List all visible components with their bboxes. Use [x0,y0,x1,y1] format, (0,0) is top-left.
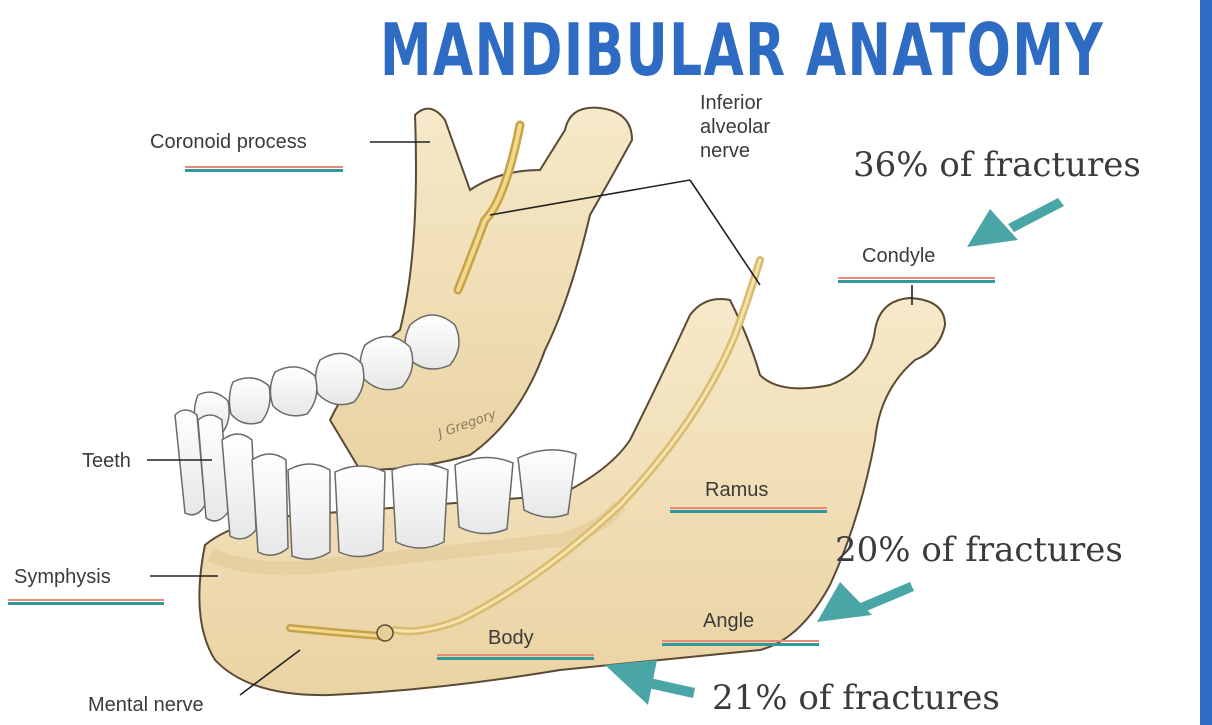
label-inferior-alveolar-3: nerve [700,140,750,162]
label-symphysis: Symphysis [14,566,111,588]
label-coronoid-process: Coronoid process [150,131,307,153]
label-angle: Angle [703,610,754,632]
label-condyle: Condyle [862,245,935,267]
underline-symphysis [8,599,164,605]
arrow-angle [817,582,914,622]
stat-body-fractures: 21% of fractures [712,679,1000,717]
label-teeth: Teeth [82,450,131,472]
underline-body [437,654,594,660]
label-ramus: Ramus [705,479,768,501]
underline-ramus [670,507,827,513]
label-inferior-alveolar-1: Inferior [700,92,762,114]
arrow-body [605,660,695,705]
stat-condyle-fractures: 36% of fractures [853,146,1141,184]
label-body: Body [488,627,534,649]
underline-condyle [838,277,995,283]
arrow-condyle [967,198,1064,247]
underline-angle [662,640,819,646]
underline-coronoid [185,166,343,172]
label-inferior-alveolar-2: alveolar [700,116,770,138]
label-mental-nerve: Mental nerve [88,694,204,716]
stat-angle-fractures: 20% of fractures [835,531,1123,569]
